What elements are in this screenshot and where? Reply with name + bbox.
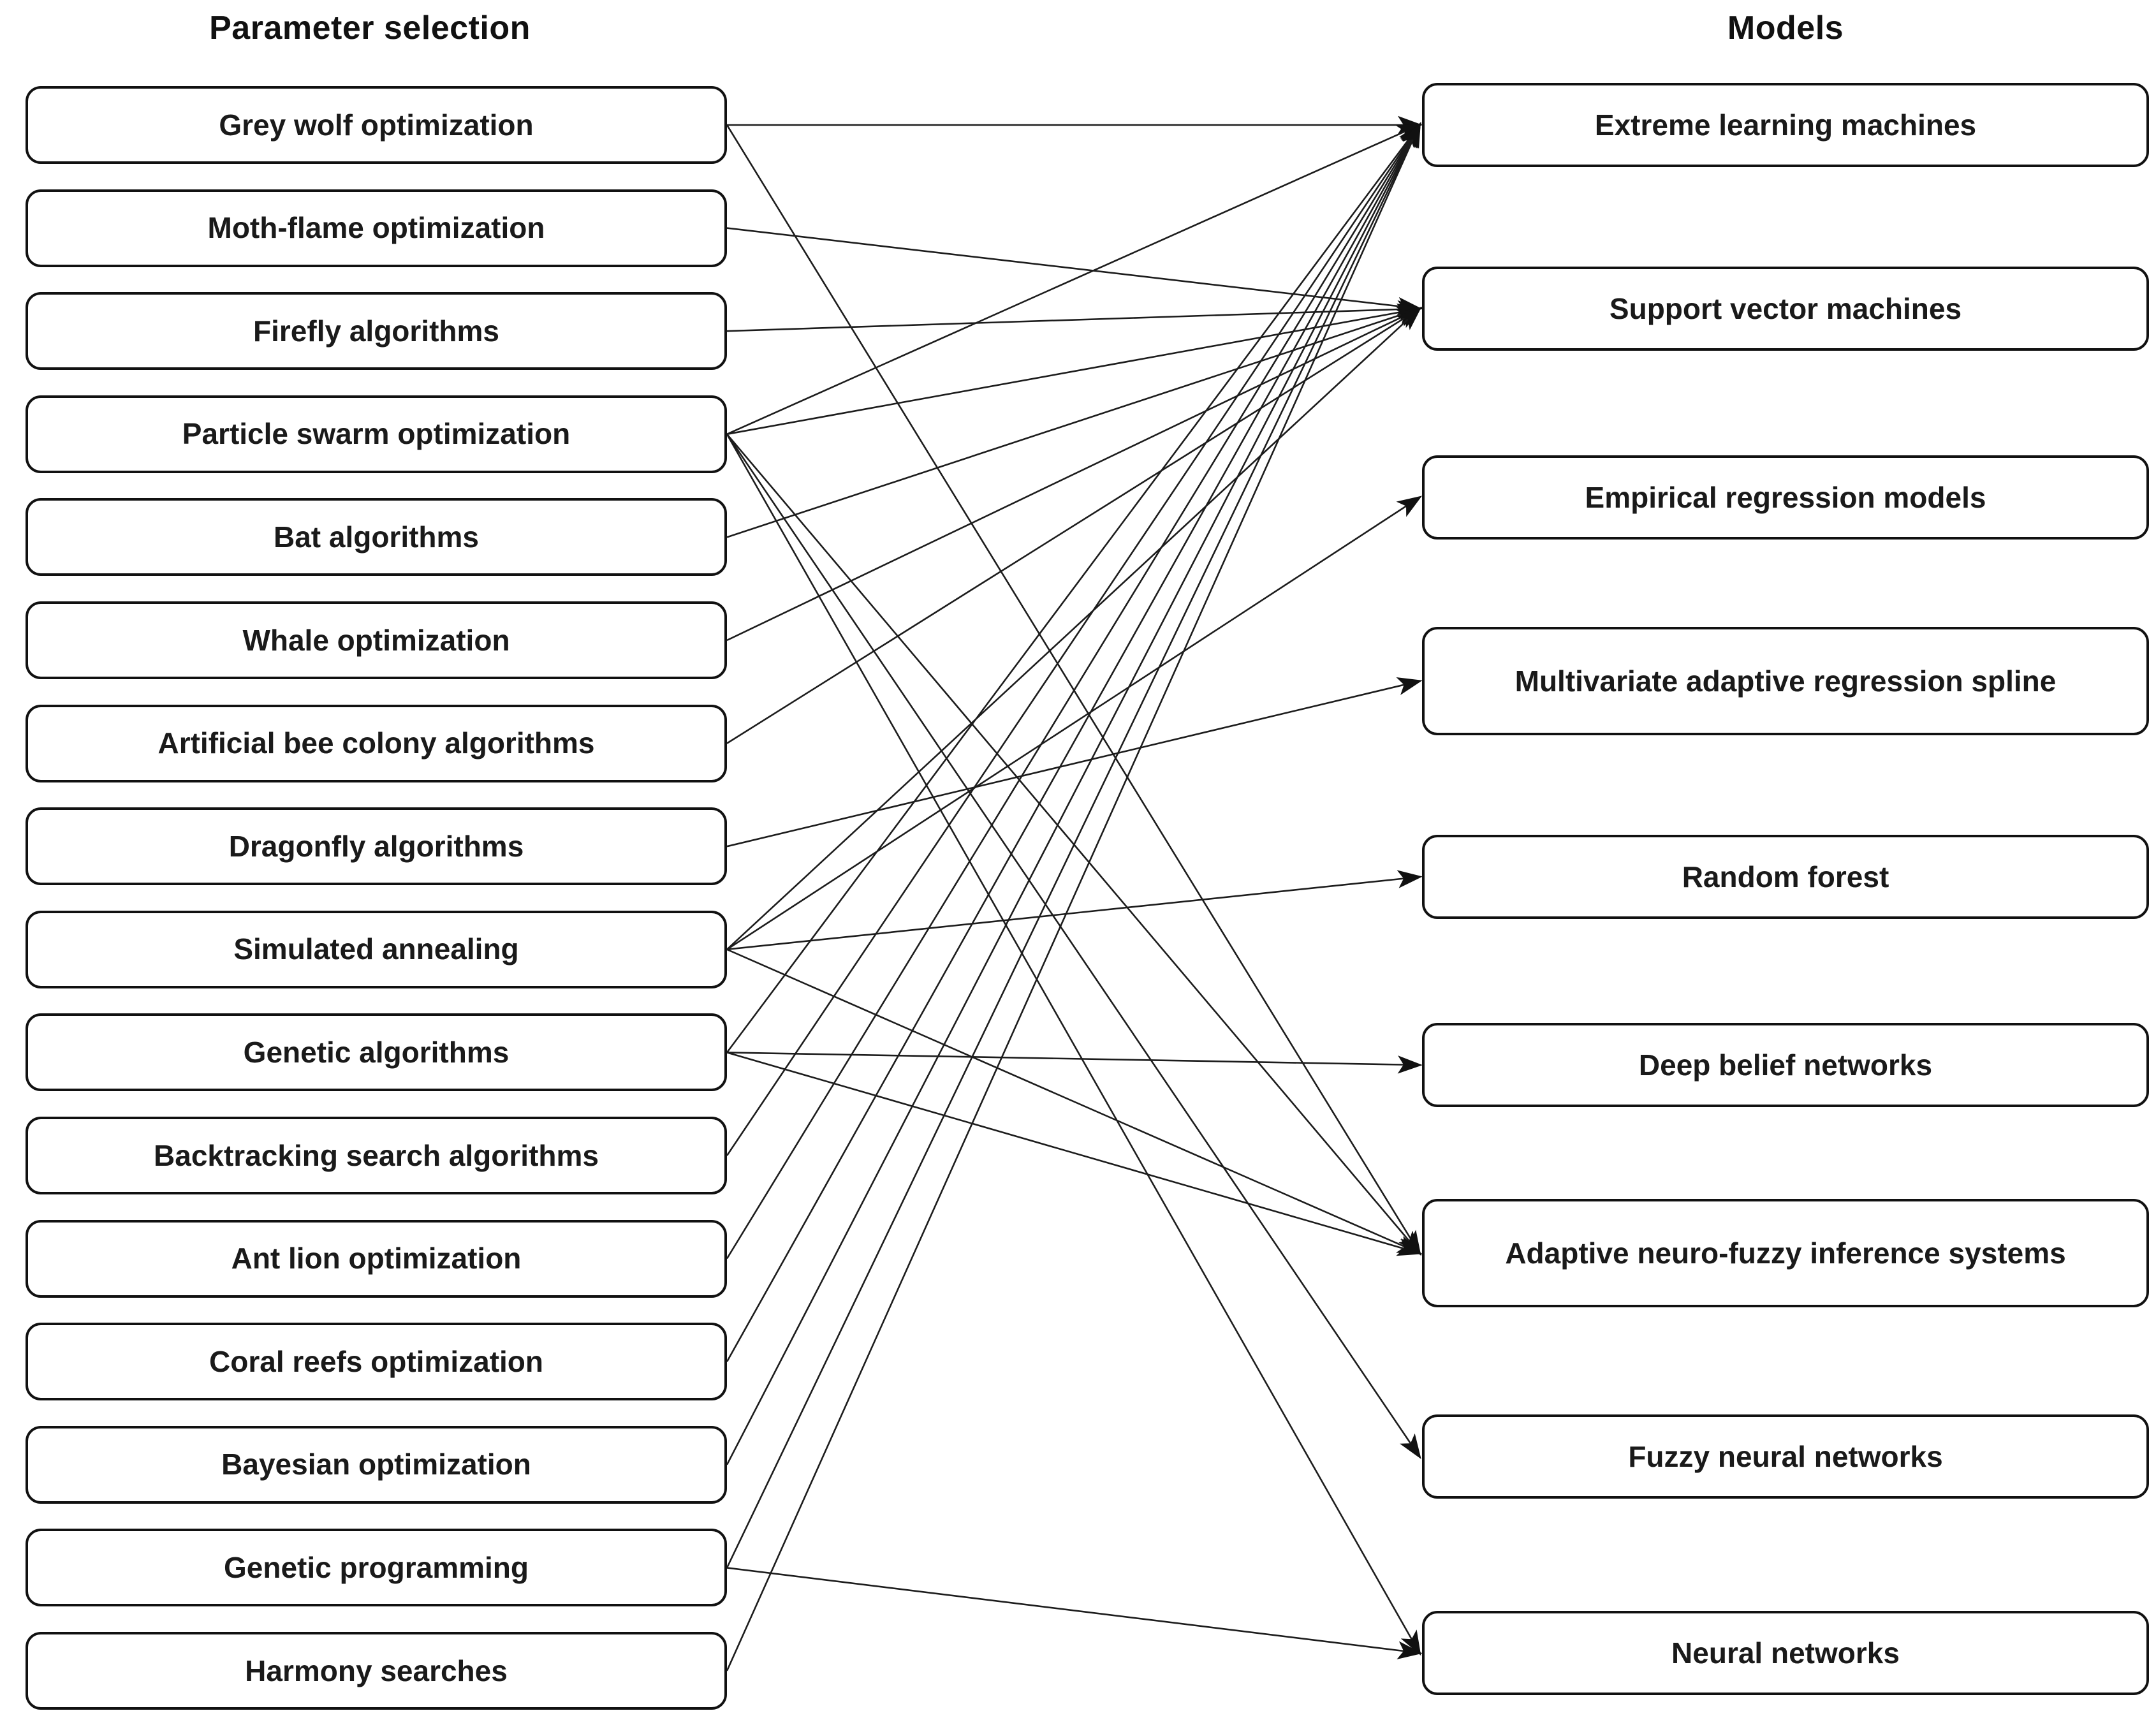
edge-l8-r4 <box>726 677 1423 848</box>
param-box-l13: Coral reefs optimization <box>26 1323 727 1401</box>
param-box-l12: Ant lion optimization <box>26 1219 727 1298</box>
edge-l10-r6 <box>726 1052 1423 1074</box>
model-box-r4: Multivariate adaptive regression spline <box>1422 627 2149 735</box>
param-box-l16: Harmony searches <box>26 1632 727 1710</box>
edge-l15-r1 <box>726 122 1421 1568</box>
edge-l7-r2 <box>726 307 1423 744</box>
model-box-r5: Random forest <box>1422 835 2149 919</box>
edge-l9-r2 <box>726 306 1422 950</box>
param-box-l10: Genetic algorithms <box>26 1013 727 1092</box>
edge-l2-r2 <box>726 227 1423 316</box>
edge-l9-r3 <box>726 496 1423 950</box>
edge-l4-r9 <box>726 434 1421 1656</box>
param-box-l4: Particle swarm optimization <box>26 395 727 473</box>
param-box-l9: Simulated annealing <box>26 910 727 988</box>
edge-l9-r7 <box>726 948 1423 1254</box>
param-box-l8: Dragonfly algorithms <box>26 807 727 886</box>
edge-l10-r1 <box>726 122 1421 1054</box>
edge-l16-r1 <box>726 122 1421 1671</box>
param-box-l6: Whale optimization <box>26 601 727 679</box>
model-box-r2: Support vector machines <box>1422 267 2149 351</box>
param-box-l14: Bayesian optimization <box>26 1425 727 1504</box>
edge-l11-r1 <box>726 122 1421 1156</box>
edge-l12-r1 <box>726 122 1421 1259</box>
model-box-r6: Deep belief networks <box>1422 1023 2149 1107</box>
model-box-r9: Neural networks <box>1422 1611 2149 1695</box>
param-box-l2: Moth-flame optimization <box>26 189 727 267</box>
model-box-r3: Empirical regression models <box>1422 455 2149 540</box>
edge-l4-r7 <box>726 433 1422 1256</box>
model-box-r8: Fuzzy neural networks <box>1422 1414 2149 1499</box>
edge-l13-r1 <box>726 122 1421 1362</box>
left-column-title: Parameter selection <box>209 10 531 47</box>
param-box-l5: Bat algorithms <box>26 498 727 576</box>
param-box-l11: Backtracking search algorithms <box>26 1117 727 1194</box>
model-box-r7: Adaptive neuro-fuzzy inference systems <box>1422 1199 2149 1307</box>
model-box-r1: Extreme learning machines <box>1422 83 2149 167</box>
param-box-l1: Grey wolf optimization <box>26 86 727 164</box>
edge-l10-r7 <box>726 1052 1423 1256</box>
edge-l15-r9 <box>726 1567 1423 1660</box>
param-box-l15: Genetic programming <box>26 1529 727 1607</box>
edges-group <box>726 115 1423 1671</box>
edge-l1-r7 <box>726 124 1421 1256</box>
edge-l4-r8 <box>726 434 1421 1460</box>
edge-l4-r1 <box>726 124 1423 435</box>
edge-l14-r1 <box>726 122 1421 1465</box>
right-column-title: Models <box>1727 10 1844 47</box>
param-box-l3: Firefly algorithms <box>26 292 727 371</box>
edge-l9-r5 <box>726 870 1423 951</box>
param-box-l7: Artificial bee colony algorithms <box>26 704 727 782</box>
